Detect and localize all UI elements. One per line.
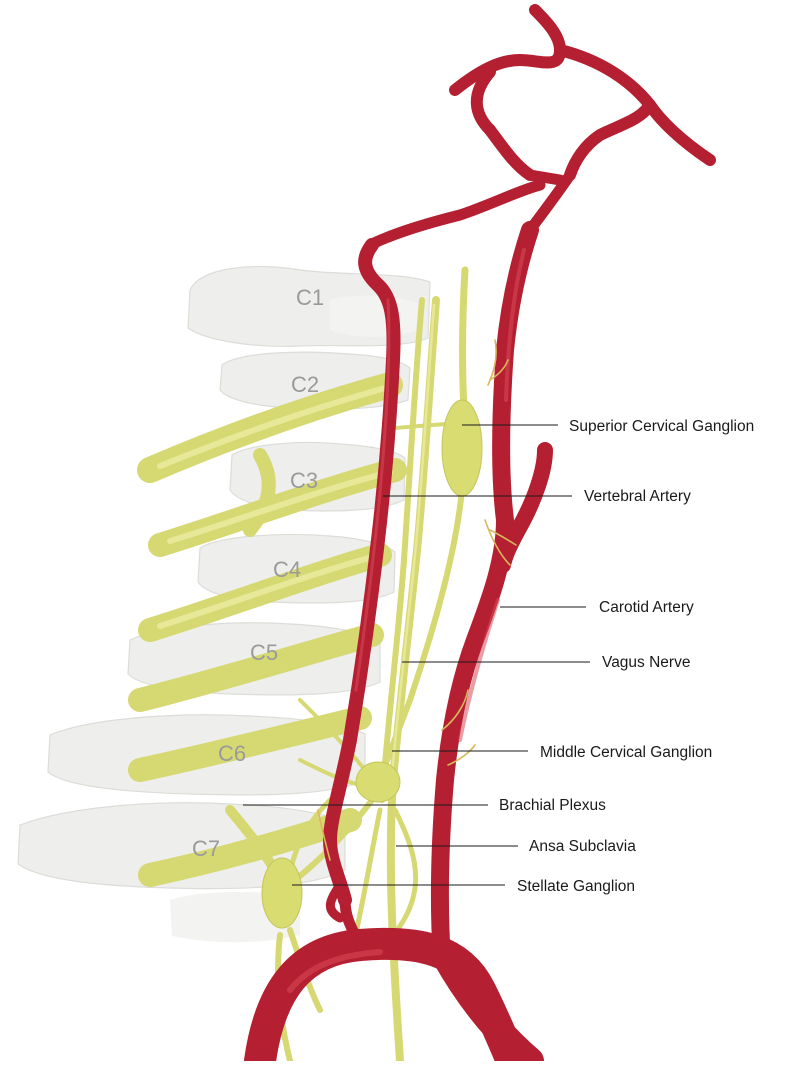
label-vagus-nerve: Vagus Nerve [602, 654, 690, 671]
label-brachial-plexus: Brachial Plexus [499, 797, 606, 814]
vertebral-artery-path [323, 238, 401, 941]
vertebra-c1-process [330, 295, 420, 337]
vertebra-label-c4: C4 [273, 557, 301, 582]
vertebra-label-c7: C7 [192, 836, 220, 861]
vertebra-label-c1: C1 [296, 285, 324, 310]
superior-cervical-ganglion-shape [441, 399, 483, 497]
subclavian-artery [244, 927, 544, 1066]
vertebra-labels: C1 C2 C3 C4 C5 C6 C7 [192, 285, 324, 861]
vertebra-label-c5: C5 [250, 640, 278, 665]
nerve-twigs [317, 339, 517, 861]
label-ansa-subclavia: Ansa Subclavia [529, 838, 636, 855]
carotid-artery-path [430, 221, 553, 969]
callout-labels: Superior Cervical Ganglion Vertebral Art… [499, 418, 754, 895]
label-vertebral-artery: Vertebral Artery [584, 488, 691, 505]
spinal-nerves [128, 372, 407, 887]
label-carotid-artery: Carotid Artery [599, 599, 694, 616]
callout-leaders [243, 424, 590, 886]
circle-of-willis [364, 4, 716, 251]
vertebra-label-c6: C6 [218, 741, 246, 766]
label-superior-cervical-ganglion: Superior Cervical Ganglion [569, 418, 754, 435]
stellate-ganglion-shape [261, 857, 303, 929]
middle-cervical-ganglion-shape [355, 761, 401, 803]
vertebra-c7-body [17, 802, 346, 890]
label-stellate-ganglion: Stellate Ganglion [517, 878, 635, 895]
vagus-nerve-path [379, 296, 440, 1065]
vertebra-label-c2: C2 [291, 372, 319, 397]
vertebra-label-c3: C3 [290, 468, 318, 493]
label-middle-cervical-ganglion: Middle Cervical Ganglion [540, 744, 712, 761]
